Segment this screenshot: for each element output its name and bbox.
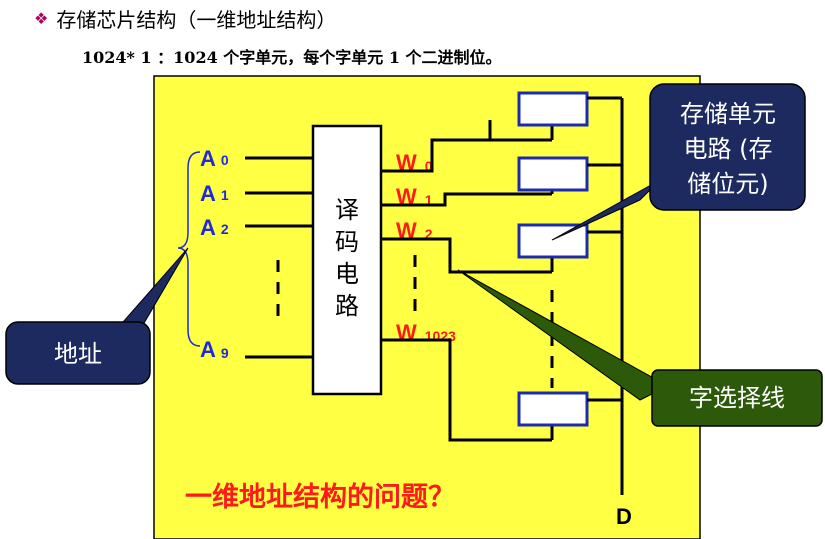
decoder-box [311,124,383,396]
storage-cell-2 [517,223,589,259]
word-select-callout-text: 字选择线 [689,384,785,412]
cell-callout-line-1: 存储单元 [680,100,776,128]
slide-title-text: 存储芯片结构（一维地址结构） [56,7,337,32]
word-wire-w1023 [381,338,490,442]
cell-callout-line-2: 电路 (存 [684,135,773,163]
storage-cell-1023 [517,391,589,427]
cell-callout-line-3: 储位元) [687,170,768,198]
decoder-label-3: 电 [335,260,359,288]
word-wire-w0 [381,138,490,173]
word-select-callout [651,369,823,427]
slide-subtitle: 1024* 1 ：1024 个字单元，每个字单元 1 个二进制位。 [82,48,502,67]
storage-cell-0 [517,91,589,127]
word-wire-w1 [381,192,490,207]
slide-title: ❖ 存储芯片结构（一维地址结构） [34,5,337,32]
cell-callout [649,83,806,211]
data-line-label: D [616,504,632,529]
word-wire-w2 [381,237,490,274]
question-text: 一维地址结构的问题？ [185,481,455,513]
decoder-label-2: 码 [335,228,359,256]
decoder-label-4: 路 [335,292,359,320]
storage-cell-1 [517,156,589,192]
address-callout [5,321,151,385]
decoder-label-1: 译 [335,196,359,224]
address-callout-text: 地址 [54,340,102,368]
address-brace [177,151,201,347]
diamond-bullet-icon: ❖ [34,8,49,28]
chip-panel [153,75,701,539]
